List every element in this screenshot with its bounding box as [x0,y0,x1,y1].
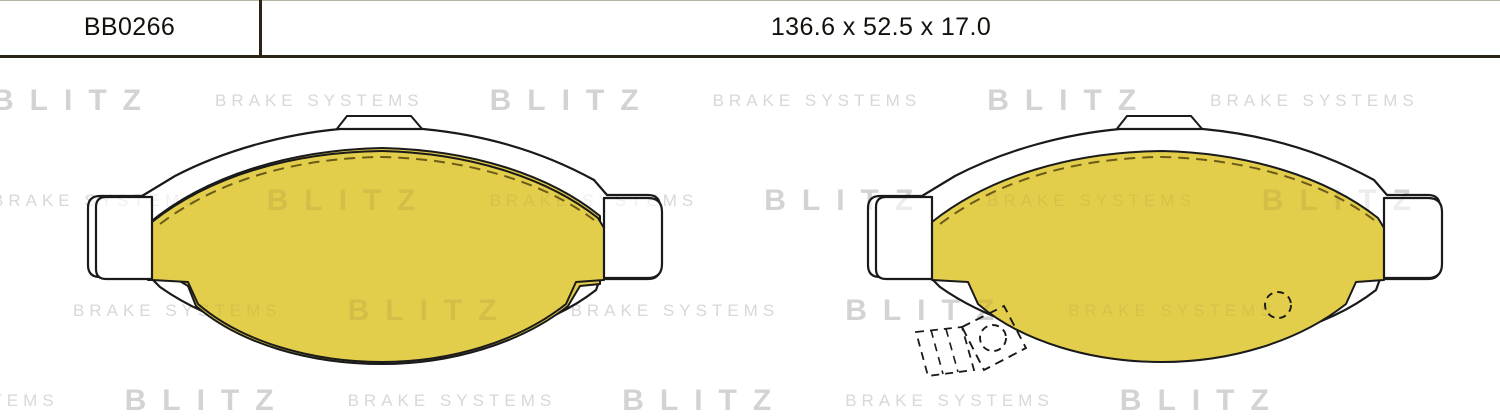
spec-header-table: BB0266 136.6 x 52.5 x 17.0 [0,0,1500,58]
hidden-rivet-right [1264,291,1292,319]
pad-left-wear-groove [159,155,595,225]
dimensions-cell: 136.6 x 52.5 x 17.0 [262,0,1500,55]
part-number-text: BB0266 [83,13,176,41]
rivet-left-bore [979,324,1007,352]
header-top-rule [0,0,1500,1]
pad-left-ear-left [94,195,154,281]
part-number-cell: BB0266 [0,0,259,55]
shim-edge-line [945,328,959,373]
pad-left-view [86,115,664,365]
pad-left-ear-right [602,196,664,280]
pad-right-ear-right [1382,196,1444,280]
brake-pad-illustration [86,115,1444,377]
shim-fold-line [930,329,944,375]
pad-right-view [866,115,1444,377]
header-column-divider [259,0,262,58]
pad-left-friction-body [151,150,605,363]
pad-right-wear-groove [939,155,1375,225]
pad-right-friction-body [931,150,1385,363]
hidden-shim-plate [914,326,976,377]
shim-outline-outer [914,326,976,377]
pad-right-ear-left [874,195,934,281]
rivet-left-seat [960,304,1028,372]
dimensions-text: 136.6 x 52.5 x 17.0 [770,13,992,41]
hidden-rivet-left [960,304,1028,372]
